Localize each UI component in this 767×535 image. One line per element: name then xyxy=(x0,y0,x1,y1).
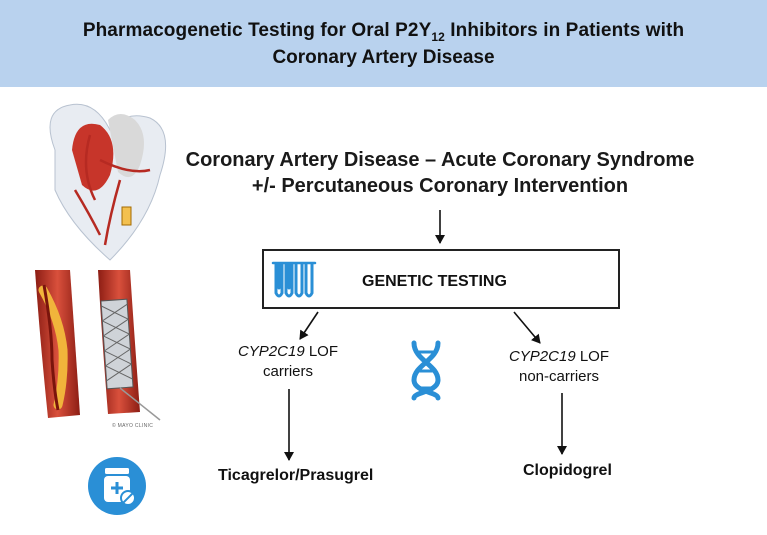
title-line-2: Coronary Artery Disease xyxy=(272,47,495,68)
artery-plaque-illustration xyxy=(35,270,80,418)
drug-ticagrelor-prasugrel: Ticagrelor/Prasugrel xyxy=(218,467,374,484)
genetic-testing-label: GENETIC TESTING xyxy=(362,273,507,290)
arrow-to-carriers xyxy=(299,311,319,340)
dna-icon xyxy=(411,340,441,401)
lof-carriers-label: CYP2C19 LOF carriers xyxy=(237,343,339,380)
copyright-notice: © MAYO CLINIC xyxy=(112,423,154,429)
test-tubes-icon xyxy=(271,261,317,298)
genetic-testing-box xyxy=(262,249,620,309)
heart-illustration xyxy=(49,103,167,261)
title-line-1: Pharmacogenetic Testing for Oral P2Y12 I… xyxy=(82,20,685,44)
diagnosis-heading-line-1: Coronary Artery Disease – Acute Coronary… xyxy=(185,149,695,171)
title-banner: Pharmacogenetic Testing for Oral P2Y12 I… xyxy=(0,0,767,87)
diagnosis-heading-line-2: +/- Percutaneous Coronary Intervention xyxy=(251,175,629,197)
pill-bottle-icon xyxy=(88,457,146,515)
stent-artery-illustration xyxy=(98,270,161,421)
arrow-to-non-carriers xyxy=(513,311,541,344)
drug-clopidogrel: Clopidogrel xyxy=(523,462,612,479)
lof-non-carriers-label: CYP2C19 LOF non-carriers xyxy=(508,348,610,385)
